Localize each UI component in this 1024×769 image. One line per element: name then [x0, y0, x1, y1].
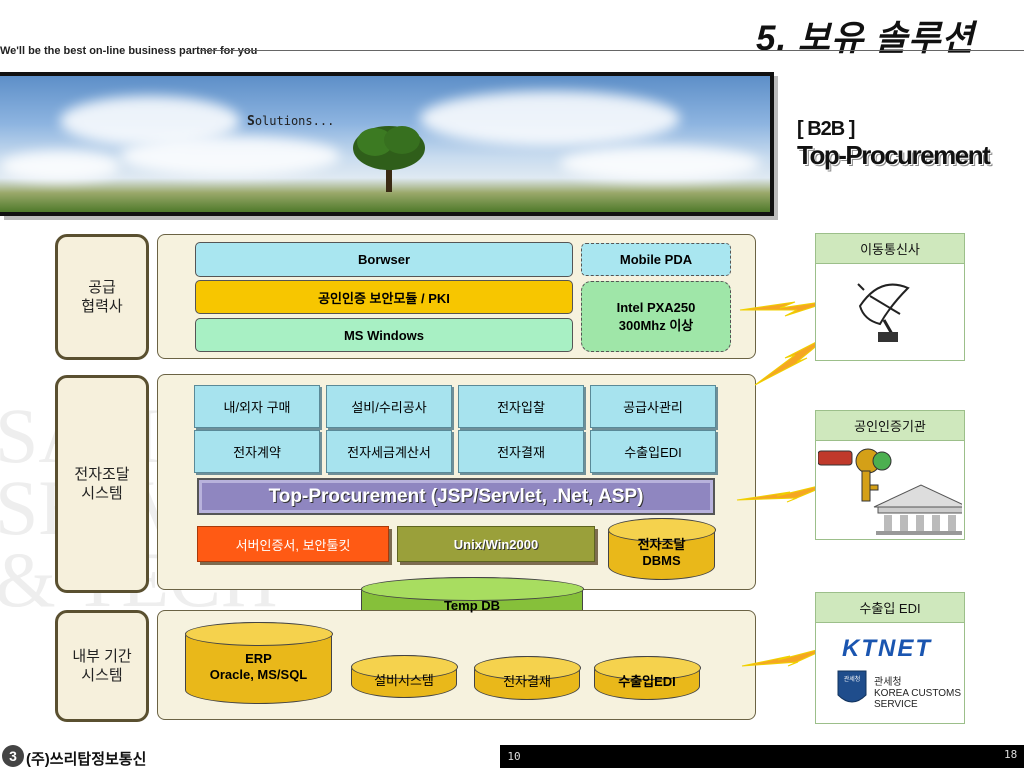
- edi-box: 수출입 EDI KTNET 관세청 관세청 KOREA CUSTOMS SERV…: [815, 592, 965, 724]
- customs-kr: 관세청: [874, 677, 902, 688]
- erp-cylinder: ERP Oracle, MS/SQL: [184, 621, 333, 704]
- section-label-procurement: 전자조달 시스템: [55, 375, 149, 593]
- cylinder-top: [607, 517, 716, 542]
- approval-cylinder: 전자결재: [473, 655, 581, 700]
- module-cell: 설비/수리공사: [326, 385, 452, 428]
- intel-spec-box: Intel PXA250 300Mhz 이상: [581, 281, 731, 352]
- customs-seal-icon: 관세청: [837, 670, 867, 703]
- cylinder-top: [360, 576, 584, 601]
- header-divider: [200, 50, 1024, 51]
- cloud: [120, 136, 340, 176]
- page-total: 18: [1004, 748, 1018, 761]
- ktnet-logo: KTNET: [842, 635, 932, 662]
- module-cell: 공급사관리: [590, 385, 716, 428]
- section-label-supplier: 공급 협력사: [55, 234, 149, 360]
- customs-text: 관세청 KOREA CUSTOMS SERVICE: [874, 677, 961, 710]
- company-logo-icon: 3: [2, 745, 24, 767]
- module-cell: 전자세금계산서: [326, 430, 452, 473]
- tree-icon: [353, 126, 425, 192]
- module-cell: 수출입EDI: [590, 430, 716, 473]
- intel-line2: 300Mhz 이상: [618, 317, 694, 333]
- footer-bar: [528, 745, 1024, 768]
- b2b-label: [ B2B ]: [797, 118, 855, 140]
- company-name: (주)쓰리탑정보통신: [26, 751, 147, 768]
- cert-authority-box: 공인인증기관: [815, 410, 965, 540]
- mobile-carrier-box: 이동통신사: [815, 233, 965, 361]
- key-building-icon: [818, 448, 962, 535]
- erp-label: ERP Oracle, MS/SQL: [209, 651, 308, 682]
- cloud: [560, 146, 760, 181]
- edi-cylinder: 수출입EDI: [593, 655, 701, 700]
- cloud: [420, 91, 680, 146]
- os-bar: Unix/Win2000: [397, 526, 595, 562]
- page-number: 10: [500, 745, 528, 768]
- intel-line1: Intel PXA250: [616, 299, 696, 315]
- mobile-carrier-header: 이동통신사: [816, 234, 964, 264]
- module-cell: 전자계약: [194, 430, 320, 473]
- satellite-dish-icon: [857, 283, 910, 342]
- product-title: Top-Procurement: [797, 140, 991, 170]
- slogan: We'll be the best on-line business partn…: [0, 45, 258, 57]
- cylinder-top: [350, 654, 458, 679]
- procurement-dbms-cylinder: 전자조달 DBMS: [607, 517, 716, 580]
- section-label-internal: 내부 기간 시스템: [55, 610, 149, 722]
- mobile-pda-bar: Mobile PDA: [581, 243, 731, 276]
- dbms-label: 전자조달 DBMS: [637, 537, 686, 568]
- module-cell: 전자입찰: [458, 385, 584, 428]
- cylinder-top: [473, 655, 581, 680]
- edi-label: 수출입EDI: [618, 674, 676, 689]
- svg-text:관세청: 관세청: [844, 675, 861, 683]
- cert-authority-header: 공인인증기관: [816, 411, 964, 441]
- facility-label: 설비시스템: [374, 672, 434, 688]
- module-cell: 내/외자 구매: [194, 385, 320, 428]
- platform-bar: Top-Procurement (JSP/Servlet, .Net, ASP): [197, 478, 715, 515]
- pki-bar: 공인인증 보안모듈 / PKI: [195, 280, 573, 314]
- browser-bar: Borwser: [195, 242, 573, 277]
- approval-label: 전자결재: [503, 674, 551, 689]
- cloud: [0, 151, 120, 181]
- windows-bar: MS Windows: [195, 318, 573, 352]
- security-bar: 서버인증서, 보안툴킷: [197, 526, 389, 562]
- banner-text: Solutions...: [247, 114, 335, 129]
- edi-header: 수출입 EDI: [816, 593, 964, 623]
- module-cell: 전자결재: [458, 430, 584, 473]
- customs-en1: KOREA CUSTOMS: [874, 688, 962, 699]
- slide-title: 5. 보유 솔루션: [756, 19, 975, 58]
- banner-image: Solutions...: [0, 72, 774, 216]
- cylinder-top: [184, 621, 333, 646]
- temp-db-label: Temp DB: [443, 598, 501, 613]
- customs-en2: SERVICE: [874, 699, 918, 710]
- facility-cylinder: 설비시스템: [350, 654, 458, 698]
- cylinder-top: [593, 655, 701, 680]
